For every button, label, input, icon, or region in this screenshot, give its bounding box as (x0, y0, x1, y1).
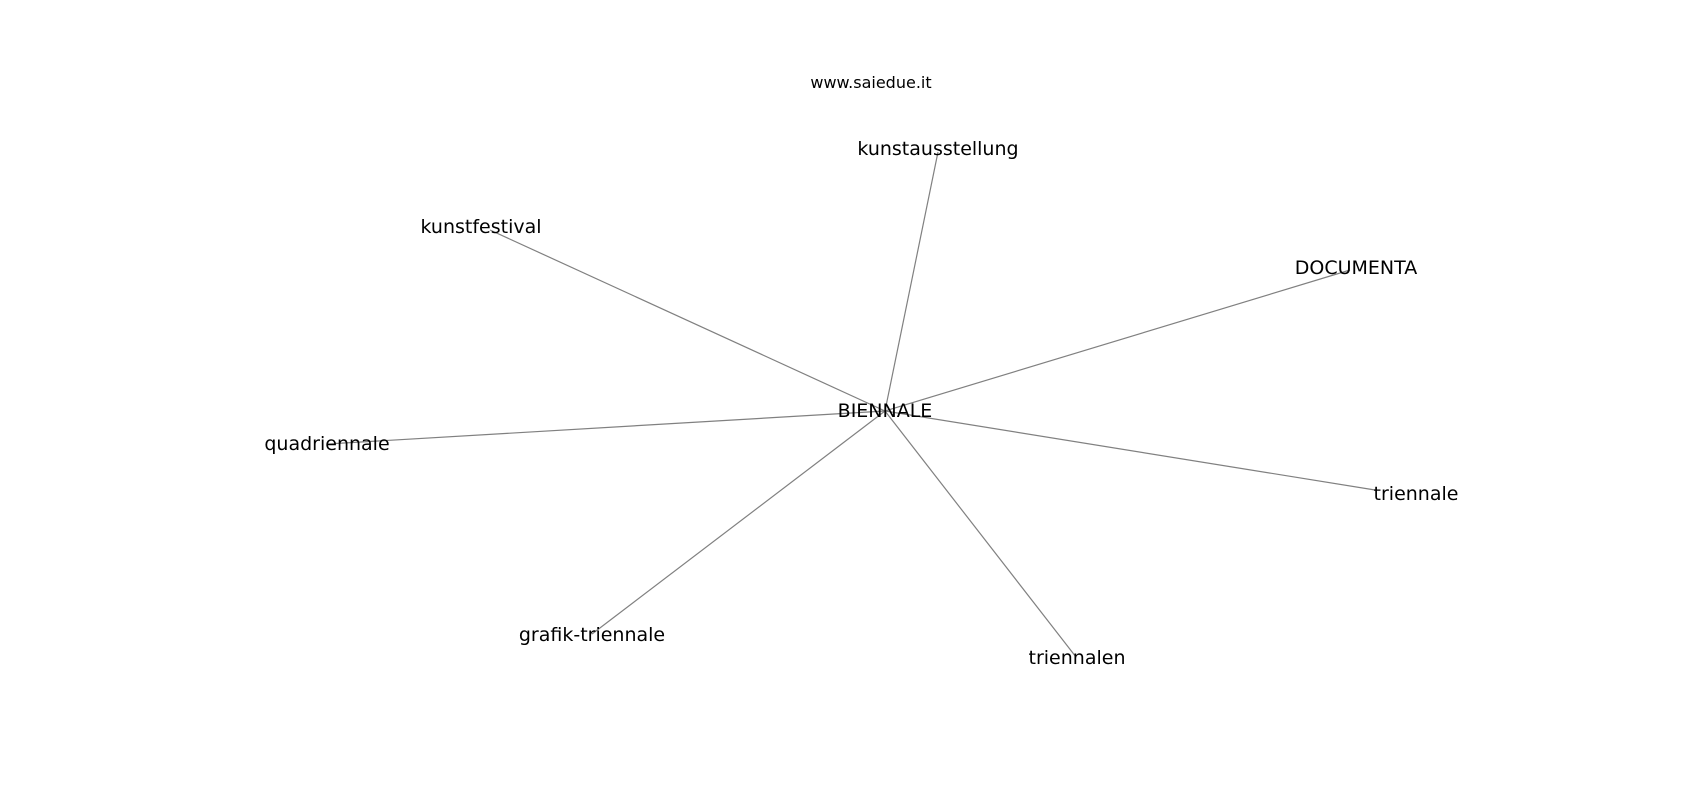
graph-edges (326, 151, 1376, 658)
node-triennale: triennale (1374, 483, 1459, 505)
edge-biennale-triennale (884, 410, 1376, 491)
edge-biennale-documenta (884, 269, 1351, 412)
node-biennale: BIENNALE (838, 400, 933, 422)
node-kunstausstellung: kunstausstellung (857, 138, 1018, 160)
node-triennalen: triennalen (1029, 647, 1126, 669)
node-kunstfestival: kunstfestival (420, 216, 541, 238)
edge-biennale-kunstfestival (489, 229, 886, 412)
node-documenta: DOCUMENTA (1295, 257, 1418, 279)
graph-labels: www.saiedue.it BIENNALE kunstausstellung… (264, 73, 1458, 669)
edge-biennale-kunstausstellung (884, 151, 939, 412)
edge-biennale-grafik-triennale (591, 410, 886, 635)
source-url: www.saiedue.it (810, 73, 931, 92)
node-grafik-triennale: grafik-triennale (519, 624, 665, 646)
node-quadriennale: quadriennale (264, 433, 389, 455)
edge-biennale-quadriennale (326, 410, 886, 445)
edge-biennale-triennalen (884, 410, 1077, 658)
